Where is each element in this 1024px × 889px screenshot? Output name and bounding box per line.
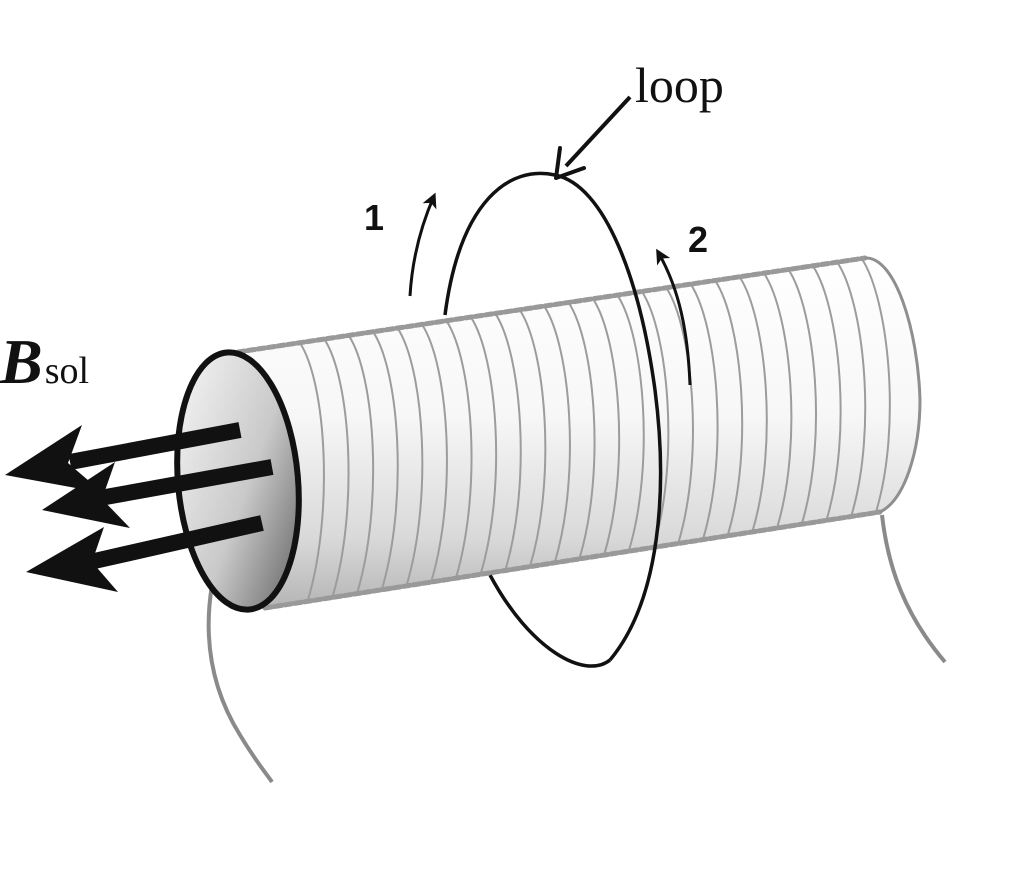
winding-line <box>470 316 498 574</box>
winding-line <box>763 273 793 528</box>
winding-line <box>543 305 571 563</box>
rotation-arrow-2 <box>656 248 692 386</box>
winding-line <box>665 287 694 543</box>
loop-ring-back <box>443 171 612 668</box>
field-symbol: B <box>0 326 43 397</box>
arrow-icon <box>26 515 264 592</box>
winding-line <box>372 331 399 589</box>
winding-line <box>348 335 375 593</box>
winding-line <box>690 284 719 540</box>
winding-line <box>738 276 768 532</box>
winding-line <box>396 327 424 585</box>
winding-line <box>494 313 522 570</box>
winding-line <box>812 265 842 520</box>
winding-line <box>592 298 621 555</box>
winding-line <box>323 338 350 597</box>
winding-line <box>299 342 325 601</box>
solenoid-body <box>238 257 920 608</box>
winding-line <box>445 320 473 578</box>
arrow-2-label: 2 <box>688 219 709 260</box>
winding-line <box>836 262 867 517</box>
field-arrows <box>5 422 274 592</box>
winding-line <box>567 302 596 559</box>
arrow-icon <box>42 459 274 528</box>
field-subscript: sol <box>44 350 90 392</box>
lead-wire-right <box>880 514 947 664</box>
winding-line <box>641 291 670 547</box>
winding-line <box>861 258 891 513</box>
winding-line <box>616 294 645 551</box>
winding-line <box>421 324 448 582</box>
field-label: Bsol <box>0 330 89 394</box>
loop-ring-front <box>554 173 663 662</box>
winding-line <box>714 280 744 536</box>
arrow-icon <box>5 422 242 493</box>
solenoid-bottom-edge <box>262 509 883 611</box>
rotation-arrow-1 <box>408 192 437 297</box>
solenoid-end-cap <box>864 256 922 514</box>
solenoid-top-edge <box>235 255 868 355</box>
loop-label: loop <box>635 57 724 113</box>
solenoid-windings <box>299 258 891 601</box>
arrow-icon <box>554 95 632 180</box>
winding-line <box>519 309 547 566</box>
winding-line <box>787 269 817 524</box>
lead-wire-left <box>206 584 274 784</box>
arrow-1-label: 1 <box>364 197 385 238</box>
